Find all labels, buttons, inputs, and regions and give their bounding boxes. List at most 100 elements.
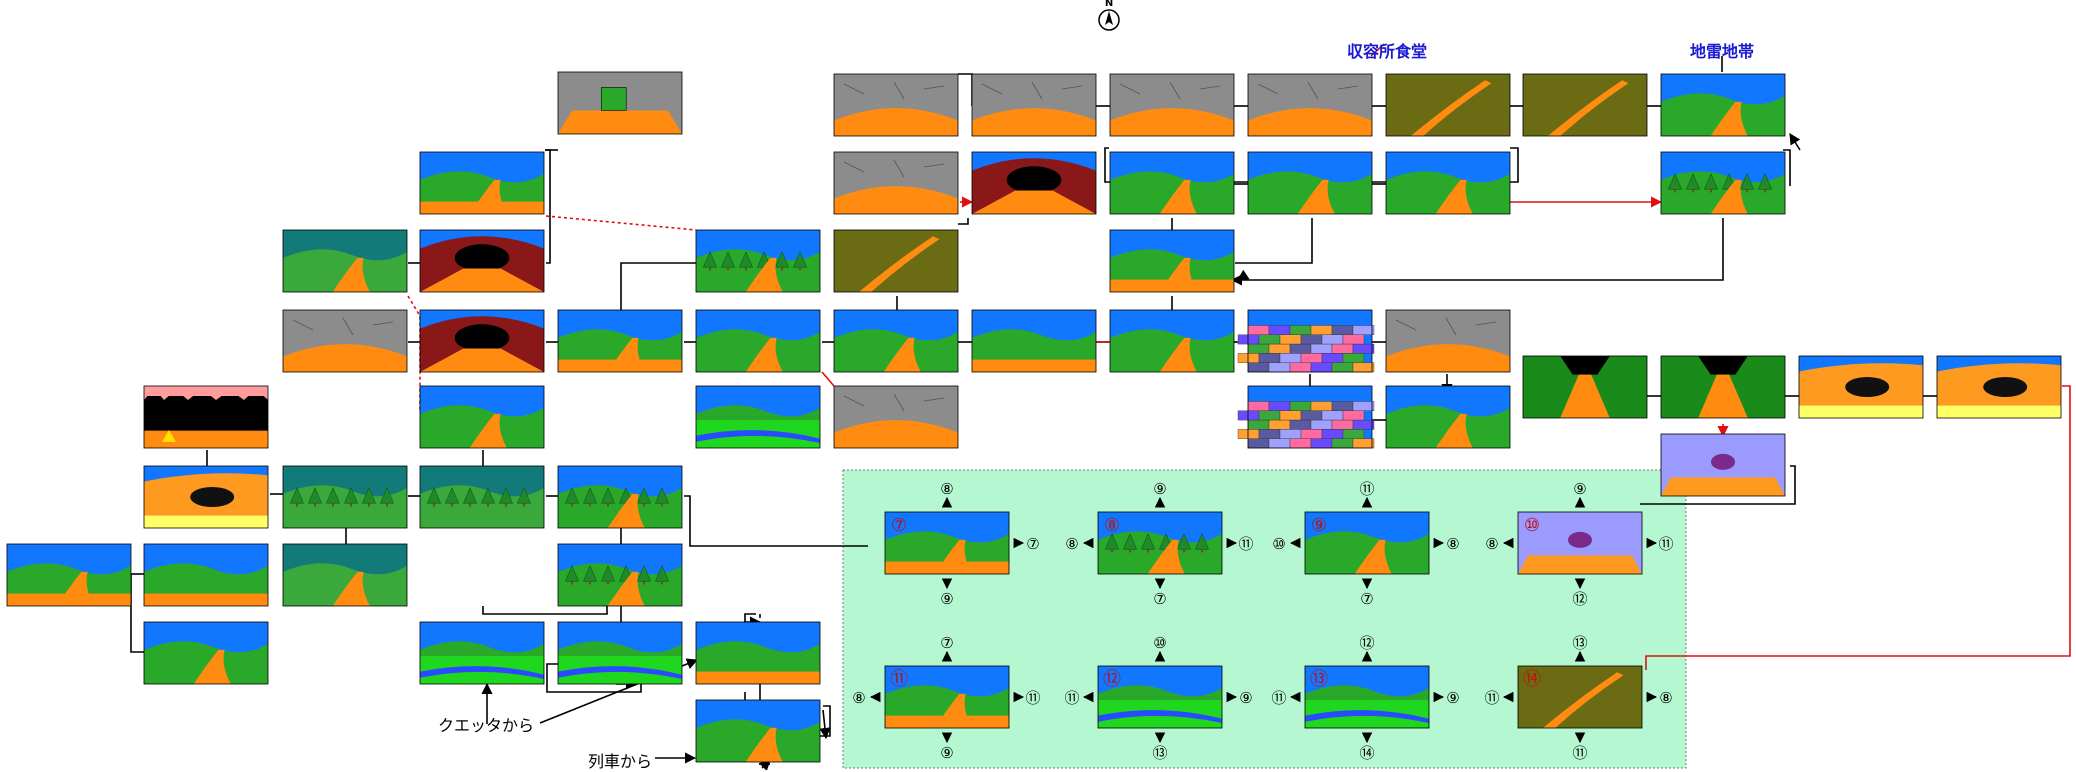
scene-hill-road <box>419 385 545 449</box>
maze-exit-down: ⑦ <box>1153 590 1166 608</box>
scene-minefield-forest <box>1660 151 1786 215</box>
maze-exit-down: ⑫ <box>1572 590 1587 608</box>
maze-exit-right: ⑪ <box>1658 535 1673 553</box>
maze-exit-down: ⑦ <box>1360 590 1373 608</box>
scene-valley-cliff <box>143 543 269 607</box>
scene-hills <box>282 543 408 607</box>
maze-exit-down: ⑨ <box>940 744 953 762</box>
scene-control-room <box>833 385 959 449</box>
scene-bricks-2 <box>1237 385 1375 449</box>
maze-exit-left: ⑪ <box>1064 689 1079 707</box>
compass: N <box>1096 0 1122 32</box>
scene-cafeteria <box>1385 151 1511 215</box>
maze-room-7 <box>1304 665 1430 729</box>
maze-room-id: ⑬ <box>1310 669 1328 690</box>
maze-exit-left: ⑪ <box>1271 689 1286 707</box>
scene-bridge <box>971 309 1097 373</box>
scene-runway <box>1385 309 1511 373</box>
compass-icon <box>1098 9 1120 31</box>
maze-exit-up: ⑬ <box>1572 634 1587 652</box>
cafeteria-label: 収容所食堂 <box>1347 42 1428 61</box>
scene-base <box>1109 151 1235 215</box>
maze-room-4 <box>1517 511 1643 575</box>
compass-letter: N <box>1104 0 1114 9</box>
scene-pink-cave <box>143 385 269 449</box>
maze-exit-left: ⑧ <box>852 689 865 707</box>
maze-exit-up: ⑦ <box>940 634 953 652</box>
scene-tunnel <box>419 309 545 373</box>
maze-exit-up: ⑧ <box>940 480 953 498</box>
maze-exit-left: ⑧ <box>1065 535 1078 553</box>
scene-purple-door <box>971 73 1097 137</box>
scene-room <box>557 71 683 135</box>
maze-room-6 <box>1097 665 1223 729</box>
maze-room-id: ⑦ <box>891 515 907 536</box>
maze-room-8 <box>1517 665 1643 729</box>
scene-dark-cave <box>1522 355 1648 419</box>
scene-river-2 <box>557 621 683 685</box>
maze-exit-up: ⑩ <box>1153 634 1166 652</box>
maze-exit-right: ⑨ <box>1239 689 1252 707</box>
scene-cliff-road <box>419 151 545 215</box>
scene-camp <box>419 465 545 529</box>
maze-room-id: ⑭ <box>1523 669 1541 690</box>
scene-rock-2 <box>833 151 959 215</box>
maze-room-id: ⑪ <box>890 669 908 690</box>
scene-cave-mouth <box>143 465 269 529</box>
maze-exit-down: ⑭ <box>1359 744 1374 762</box>
scene-teal-cave <box>1247 73 1373 137</box>
scene-road-forest <box>557 309 683 373</box>
scene-mountain <box>695 621 821 685</box>
scene-houses <box>1109 229 1235 293</box>
scene-sign <box>1109 309 1235 373</box>
maze-exit-down: ⑬ <box>1152 744 1167 762</box>
scene-crossroad <box>695 699 821 763</box>
scene-forest-path <box>557 543 683 607</box>
from-train-label: 列車から <box>588 752 653 771</box>
red-links <box>407 43 2071 670</box>
maze-exit-down: ⑪ <box>1572 744 1587 762</box>
scene-red-canyon <box>419 229 545 293</box>
scene-minefield <box>1660 73 1786 137</box>
maze-room-1 <box>884 511 1010 575</box>
from-quetta-label: クエッタから <box>438 716 535 735</box>
scene-green-cave <box>1660 355 1786 419</box>
maze-exit-right: ⑨ <box>1446 689 1459 707</box>
maze-exit-up: ⑨ <box>1573 480 1586 498</box>
maze-exit-left: ⑧ <box>1485 535 1498 553</box>
maze-exit-up: ⑨ <box>1153 480 1166 498</box>
maze-room-id: ⑫ <box>1103 669 1121 690</box>
scene-stream <box>695 385 821 449</box>
scene-forest-road <box>557 465 683 529</box>
scene-bricks-1 <box>1237 309 1375 373</box>
maze-room-5 <box>884 665 1010 729</box>
scene-rock-boat <box>282 309 408 373</box>
scene-rail-tunnel <box>971 151 1097 215</box>
scene-forest-bright <box>695 229 821 293</box>
maze-exit-right: ⑧ <box>1446 535 1459 553</box>
maze-exit-right: ⑦ <box>1026 535 1039 553</box>
scene-teal-hills <box>282 229 408 293</box>
scene-rock-1 <box>833 73 959 137</box>
maze-room-id: ⑩ <box>1524 515 1540 536</box>
maze-exit-right: ⑧ <box>1659 689 1672 707</box>
scene-forest-night <box>282 465 408 529</box>
scene-field-box <box>143 621 269 685</box>
maze-exit-right: ⑪ <box>1238 535 1253 553</box>
scene-purple-room <box>1660 433 1786 497</box>
maze-exit-left: ⑪ <box>1484 689 1499 707</box>
maze-exit-right: ⑪ <box>1025 689 1040 707</box>
scene-river-1 <box>419 621 545 685</box>
scene-cave-lamp <box>1109 73 1235 137</box>
scene-sand-cave <box>1798 355 1924 419</box>
minefield-label: 地雷地帯 <box>1690 42 1755 61</box>
scene-hill-brown <box>833 229 959 293</box>
maze-room-3 <box>1304 511 1430 575</box>
scene-hills-2 <box>1247 151 1373 215</box>
maze-room-id: ⑨ <box>1311 515 1327 536</box>
maze-exit-up: ⑪ <box>1359 480 1374 498</box>
scene-plain <box>833 309 959 373</box>
scene-sand-hole <box>1936 355 2062 419</box>
maze-exit-down: ⑨ <box>940 590 953 608</box>
